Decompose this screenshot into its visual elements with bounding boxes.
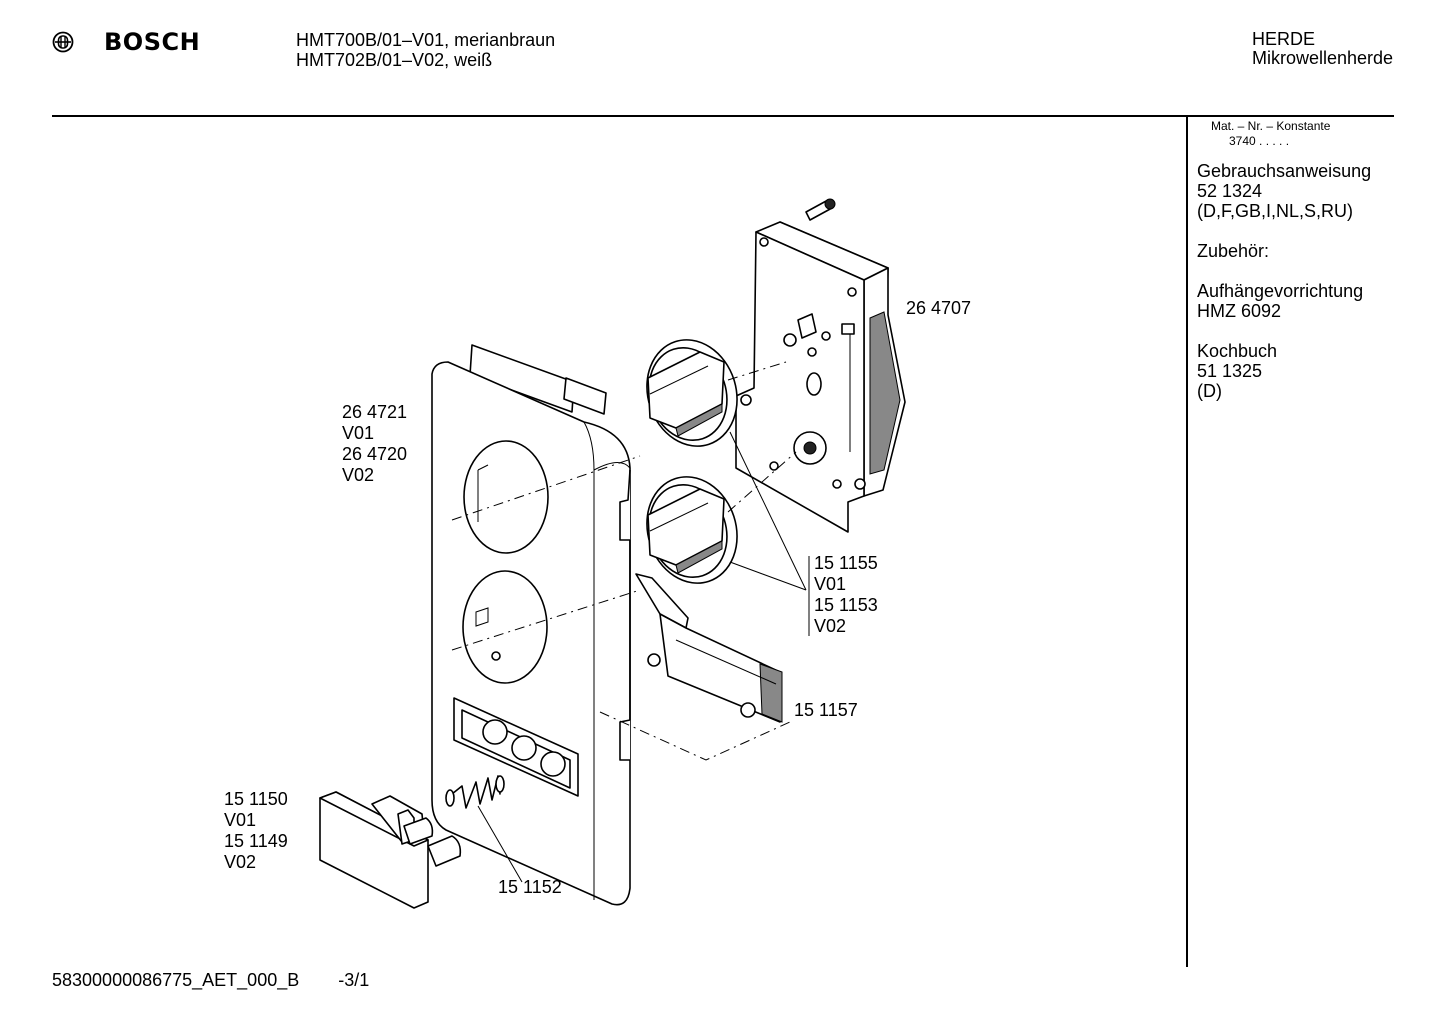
label-knobs: 15 1155 V01 15 1153 V02 [814,553,878,636]
cookbook-language: (D) [1197,381,1222,401]
header-divider [52,115,1394,117]
control-module-part [735,198,906,533]
cookbook-number: 51 1325 [1197,361,1263,381]
model-designation: HMT700B/01–V01, merianbraun HMT702B/01–V… [296,30,555,70]
sidebar-info: Gebrauchsanweisung 52 1324 (D,F,GB,I,NL,… [1197,161,1371,421]
page-number: -3/1 [338,970,370,990]
accessories-title: Zubehör: [1197,241,1270,261]
manual-title: Gebrauchsanweisung [1197,161,1372,181]
footer: 58300000086775_AET_000_B -3/1 [52,970,369,991]
manual-number: 52 1324 [1197,181,1263,201]
cookbook-title: Kochbuch [1197,341,1278,361]
mounting-title: Aufhängevorrichtung [1197,281,1364,301]
bosch-armature-icon [52,31,74,53]
model-line-1: HMT700B/01–V01, merianbraun [296,30,556,50]
front-panel-part [431,344,631,906]
label-spring: 15 1152 [498,877,562,897]
label-lever: 15 1157 [794,700,858,720]
category-line-2: Mikrowellenherde [1252,48,1394,68]
label-front-panel: 26 4721 V01 26 4720 V02 [342,402,408,485]
brand-name: BOSCH [104,28,201,56]
product-category: HERDE Mikrowellenherde [1252,30,1393,68]
cookbook-block: Kochbuch 51 1325 (D) [1197,341,1371,401]
brand-logo: BOSCH [52,28,200,56]
label-push-button: 15 1150 V01 15 1149 V02 [224,789,288,872]
leader-lines [477,431,810,883]
knob-upper-part [646,339,738,447]
mounting-block: Aufhängevorrichtung HMZ 6092 [1197,281,1371,321]
model-line-2: HMT702B/01–V02, weiß [296,50,493,70]
material-number-value: 3740 . . . . . [1229,134,1290,148]
material-number-label: Mat. – Nr. – Konstante [1211,119,1331,133]
spring-part [445,775,505,809]
assembly-lines [451,361,797,761]
lever-part [635,573,783,723]
accessories-block: Zubehör: [1197,241,1371,261]
mounting-number: HMZ 6092 [1197,301,1282,321]
sidebar-divider [1186,117,1188,967]
material-number: Mat. – Nr. – Konstante 3740 . . . . . [1211,119,1330,149]
label-control-module: 26 4707 [906,298,972,318]
manual-block: Gebrauchsanweisung 52 1324 (D,F,GB,I,NL,… [1197,161,1371,221]
manual-languages: (D,F,GB,I,NL,S,RU) [1197,201,1354,221]
push-button-part [319,791,462,909]
document-code: 58300000086775_AET_000_B [52,970,300,990]
exploded-view-drawing [319,198,906,909]
knob-lower-part [646,476,738,584]
category-line-1: HERDE [1252,29,1316,49]
